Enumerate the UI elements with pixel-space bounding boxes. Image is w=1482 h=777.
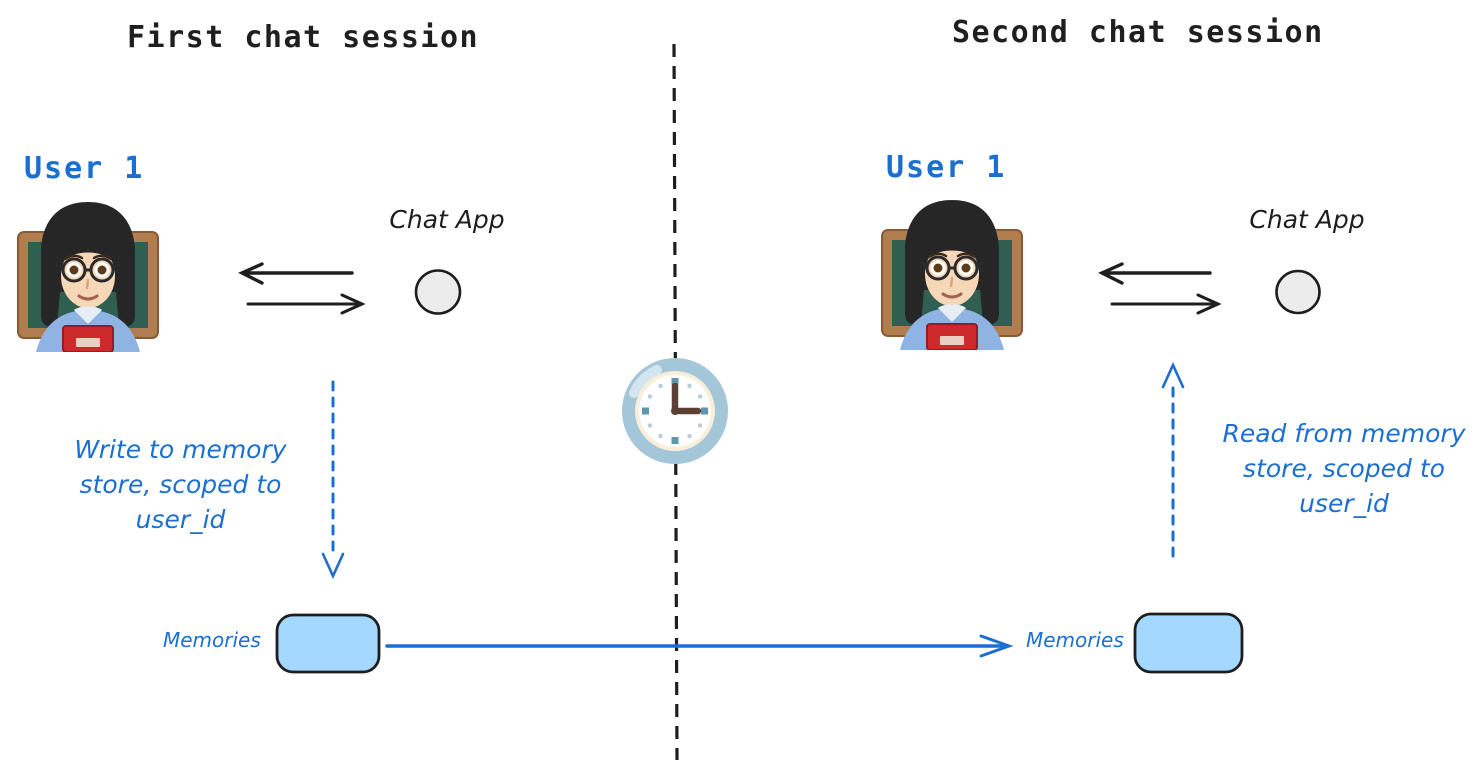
left-user-chatapp-arrows xyxy=(238,262,366,315)
right-woman-teacher-emoji xyxy=(872,194,1032,350)
left-chat-app-label: Chat App xyxy=(389,205,505,234)
right-chat-app-circle-icon xyxy=(1275,269,1321,315)
right-user-chatapp-arrows xyxy=(1098,262,1222,315)
left-chat-app-circle-icon xyxy=(414,269,462,315)
read-memory-note: Read from memory store, scoped to user_i… xyxy=(1222,419,1466,518)
right-memories-label: Memories xyxy=(1026,628,1124,652)
left-woman-teacher-emoji xyxy=(8,196,168,352)
left-user-label: User 1 xyxy=(24,151,145,186)
second-session-title: Second chat session xyxy=(952,15,1324,50)
right-chat-app-label: Chat App xyxy=(1249,205,1365,234)
left-memories-label: Memories xyxy=(163,628,261,652)
first-session-title: First chat session xyxy=(127,20,480,55)
write-memory-dashed-arrow xyxy=(321,380,345,580)
left-memories-box xyxy=(275,613,381,674)
read-memory-dashed-arrow xyxy=(1161,361,1185,559)
right-user-label: User 1 xyxy=(886,150,1007,185)
write-memory-note: Write to memory store, scoped to user_id xyxy=(74,435,287,534)
memories-transfer-arrow xyxy=(385,634,1014,658)
right-memories-box xyxy=(1133,612,1244,674)
clock-three-oclock-icon xyxy=(622,358,728,464)
